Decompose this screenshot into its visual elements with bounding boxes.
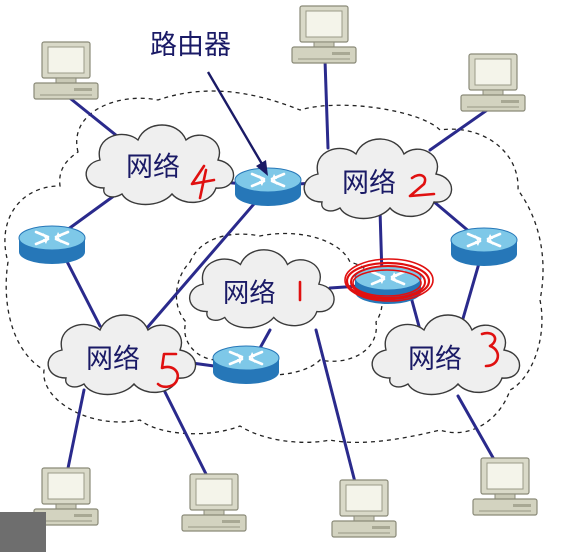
- handwritten-annotations: [156, 164, 500, 389]
- network-cloud-2: 网络: [303, 138, 453, 220]
- arrowhead: [256, 160, 268, 176]
- computer-icon: [291, 5, 357, 64]
- network-label: 网络: [408, 344, 462, 375]
- network-cloud-4: 网络: [85, 124, 235, 206]
- router-icon: [211, 344, 281, 386]
- network-cloud-5: 网络: [47, 314, 197, 396]
- router-icon: [233, 166, 303, 208]
- network-label: 网络: [342, 168, 396, 199]
- inner-dashed-boundary: [175, 232, 383, 376]
- router-pointer-arrow: [206, 71, 264, 165]
- network-label: 网络: [126, 152, 180, 183]
- internet-boundary: [4, 90, 544, 444]
- router-icon: [449, 226, 519, 268]
- network-label: 网络: [223, 278, 276, 309]
- router-icon: [17, 224, 87, 266]
- computer-icon: [472, 457, 538, 516]
- router-label: 路由器: [150, 30, 231, 61]
- corner-overlay: [0, 512, 46, 552]
- computer-icon: [33, 41, 99, 100]
- network-cloud-3: 网络: [371, 314, 521, 396]
- network-cloud-1: 网络: [188, 249, 335, 329]
- computer-icon: [331, 479, 397, 538]
- computer-icon: [460, 53, 526, 112]
- computer-icon: [181, 473, 247, 532]
- network-label: 网络: [86, 344, 140, 375]
